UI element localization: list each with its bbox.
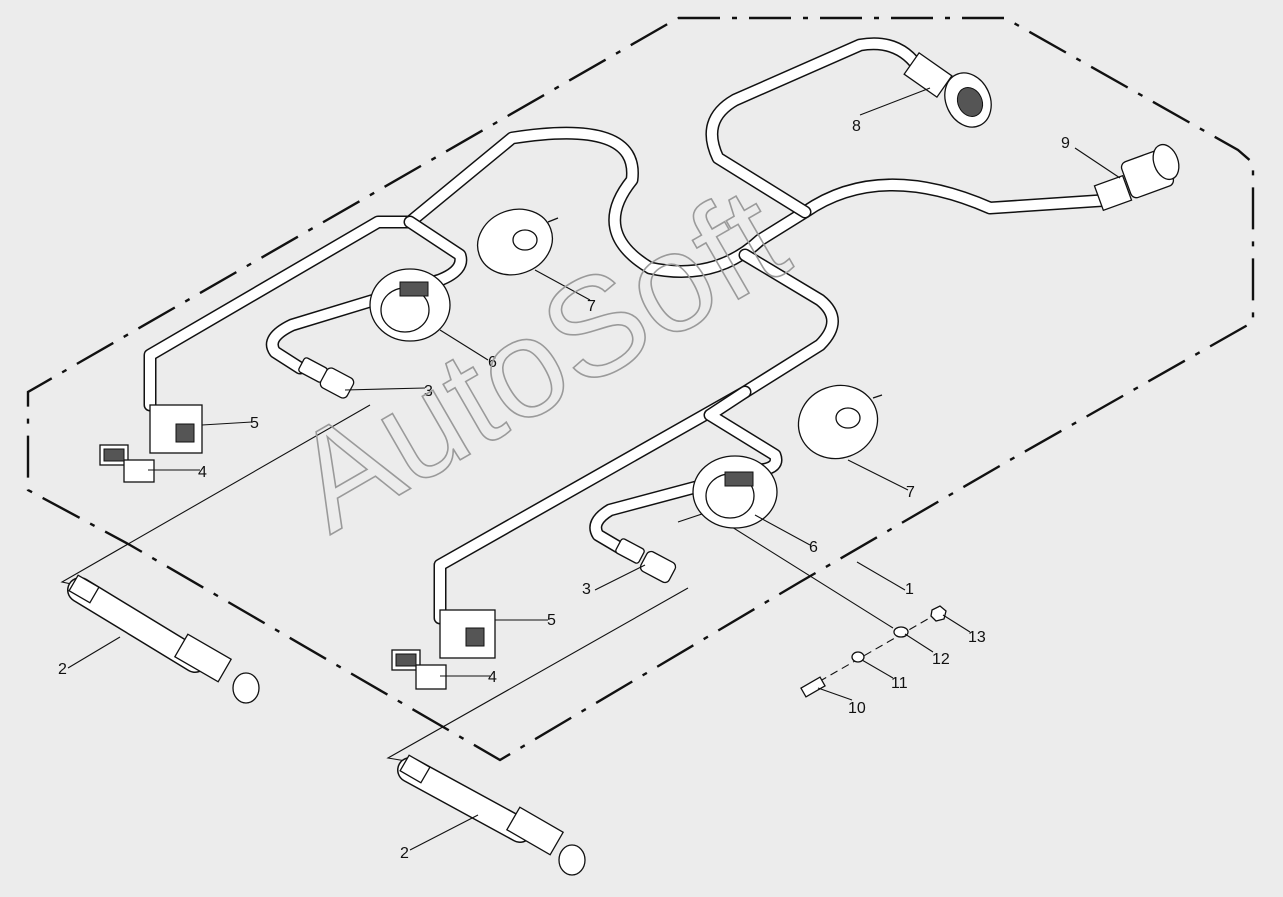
callout-5-upper: 5	[250, 415, 259, 432]
round-connector-8	[903, 51, 992, 128]
assembly-boundary	[26, 16, 1255, 762]
callout-6-lower: 6	[809, 539, 818, 556]
callout-2-lower: 2	[400, 845, 409, 862]
callout-10: 10	[848, 700, 866, 717]
sensor-lead-2-upper	[67, 574, 260, 704]
plug-connector-9	[1093, 143, 1180, 212]
callout-4-lower: 4	[488, 669, 497, 686]
callout-6-upper: 6	[488, 354, 497, 371]
socket-housing-7-lower	[797, 384, 883, 460]
connector-housing-5-upper	[149, 404, 203, 454]
plug-4-lower	[391, 649, 447, 690]
sensor-lead-2-lower	[397, 754, 586, 876]
plug-4-upper	[99, 444, 155, 483]
callout-1: 1	[905, 581, 914, 598]
trailer-socket-6-lower	[692, 455, 778, 529]
socket-housing-7-upper	[477, 208, 559, 276]
callout-9: 9	[1061, 135, 1070, 152]
callout-11: 11	[891, 675, 908, 692]
callout-1-leader	[856, 561, 906, 591]
hardware-outline	[677, 511, 894, 629]
trailer-socket-6-upper	[369, 268, 451, 342]
callout-7-lower: 7	[906, 484, 915, 501]
callout-4-upper: 4	[198, 464, 207, 481]
callout-3-lower: 3	[582, 581, 591, 598]
connector-housing-5-lower	[439, 609, 496, 659]
callout-leaders	[67, 87, 1121, 851]
callout-7-upper: 7	[587, 298, 596, 315]
callout-12: 12	[932, 651, 950, 668]
callout-8: 8	[852, 118, 861, 135]
inline-connector-3-lower	[615, 538, 677, 584]
callout-5-lower: 5	[547, 612, 556, 629]
fastener-stack	[800, 605, 947, 698]
callout-3-upper: 3	[424, 383, 433, 400]
callout-13: 13	[968, 629, 986, 646]
callout-2-upper: 2	[58, 661, 67, 678]
